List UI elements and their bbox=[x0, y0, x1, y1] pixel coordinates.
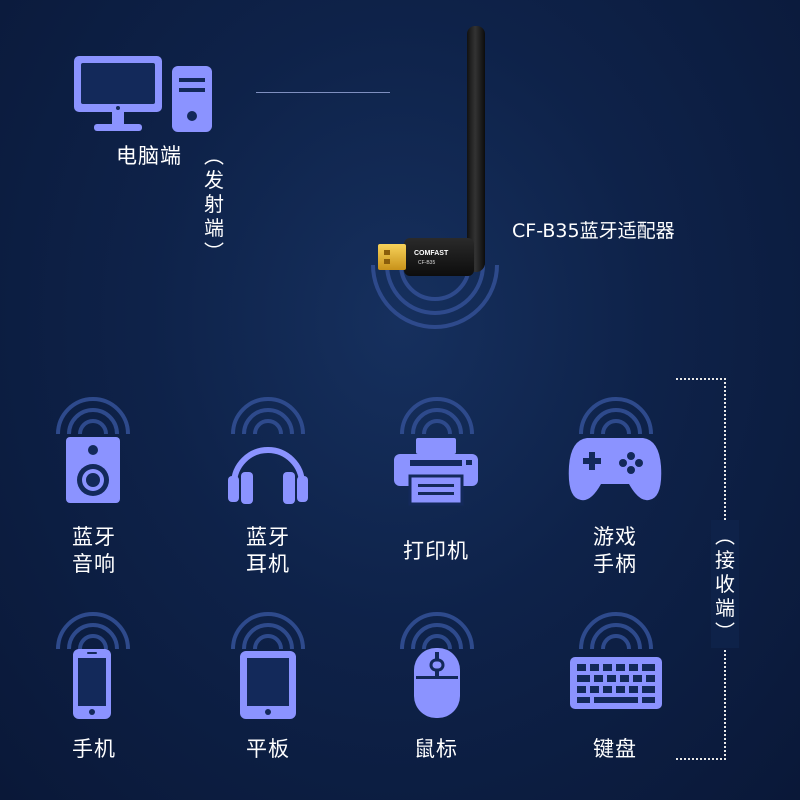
waves-keyboard bbox=[579, 612, 653, 650]
device-label-headphones: 蓝牙耳机 bbox=[246, 525, 290, 576]
tablet-icon bbox=[239, 650, 297, 720]
adapter-body: COMFAST CF-B35 bbox=[404, 238, 474, 276]
keyboard-icon bbox=[569, 656, 663, 710]
waves-tablet bbox=[231, 612, 305, 650]
adapter-antenna bbox=[467, 26, 485, 272]
phone-icon bbox=[72, 648, 112, 720]
waves-headphones bbox=[231, 397, 305, 435]
printer-icon bbox=[392, 436, 480, 506]
device-label-speaker: 蓝牙音响 bbox=[72, 525, 116, 576]
receiver-label: ︵接收端︶ bbox=[711, 520, 739, 648]
waves-speaker bbox=[56, 397, 130, 435]
headphones-icon bbox=[226, 436, 310, 506]
adapter-label: CF-B35蓝牙适配器 bbox=[512, 220, 675, 242]
waves-phone bbox=[56, 612, 130, 650]
gamepad-icon bbox=[567, 432, 663, 504]
waves-mouse bbox=[400, 612, 474, 650]
connector-line bbox=[256, 92, 390, 93]
pc-label: 电脑端 bbox=[116, 144, 182, 168]
device-label-keyboard: 键盘 bbox=[593, 737, 637, 761]
pc-tower-icon bbox=[170, 64, 214, 134]
usb-plug bbox=[378, 244, 406, 270]
waves-printer bbox=[400, 397, 474, 435]
waves-gamepad bbox=[579, 397, 653, 435]
adapter-model: CF-B35 bbox=[418, 260, 436, 266]
adapter-waves bbox=[371, 264, 499, 329]
device-label-mouse: 鼠标 bbox=[414, 737, 458, 761]
monitor-icon bbox=[72, 54, 166, 136]
device-label-tablet: 平板 bbox=[246, 737, 290, 761]
device-label-gamepad: 游戏手柄 bbox=[593, 525, 637, 576]
adapter-brand: COMFAST bbox=[414, 250, 449, 257]
speaker-icon bbox=[65, 436, 121, 504]
sender-side-label: ︵发射端︶ bbox=[204, 144, 224, 264]
mouse-icon bbox=[412, 646, 462, 720]
device-label-phone: 手机 bbox=[72, 737, 116, 761]
device-label-printer: 打印机 bbox=[403, 539, 469, 563]
